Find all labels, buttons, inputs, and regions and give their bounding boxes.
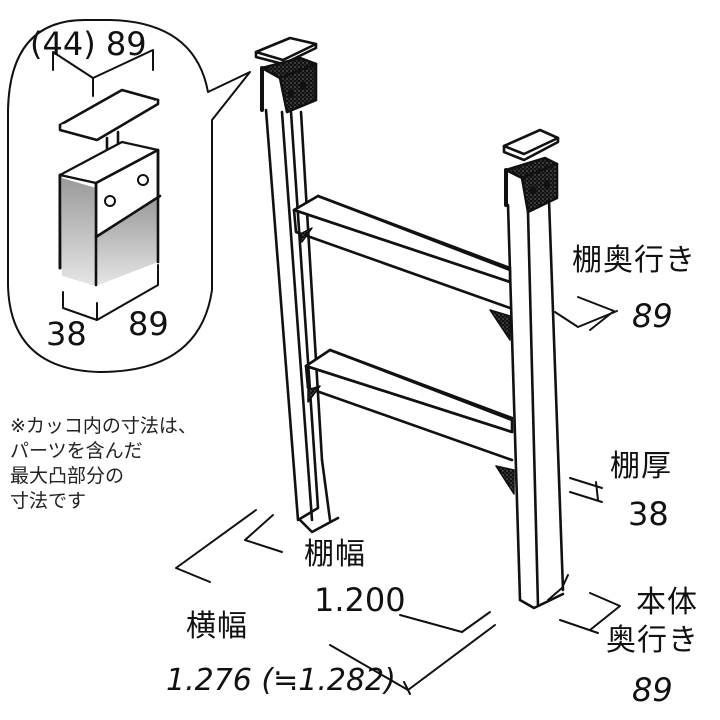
body-depth-value: 89 [632,671,673,709]
shelf-depth-value: 89 [632,297,673,335]
overall-width-dimension [329,624,496,695]
overall-width-value: 1.276 (≒1.282) [166,663,396,698]
shelf-depth-dimension [554,296,618,331]
note-line: パーツを含んだ [10,440,143,462]
callout-top-dimension: (44) 89 [30,25,147,63]
note-line: 寸法です [10,490,87,512]
lower-shelf-board [304,348,515,495]
detail-callout-bubble [7,19,251,373]
shelf-thickness-value: 38 [628,495,669,533]
shelf-width-dimension [175,509,491,633]
shelf-width-value: 1.200 [314,581,406,619]
body-depth-label-line2: 奥行き [606,623,699,658]
left-post [254,36,340,534]
shelf-width-label: 棚幅 [304,537,366,572]
right-post [502,128,565,610]
body-depth-label-line1: 本体 [636,585,698,620]
upper-shelf-board [292,194,512,341]
shelf-thickness-label: 棚厚 [610,449,672,484]
shelf-thickness-dimension [569,477,603,503]
overall-width-label: 横幅 [186,609,248,644]
note-line: 最大凸部分の [10,465,125,487]
note-line: ※カッコ内の寸法は、 [10,415,197,437]
callout-bottom-right-dimension: 89 [128,305,169,343]
dimension-note: ※カッコ内の寸法は、 パーツを含んだ 最大凸部分の 寸法です [10,414,197,514]
shelf-depth-label: 棚奥行き [572,243,696,278]
body-depth-dimension [547,574,621,634]
callout-bottom-left-dimension: 38 [46,315,87,353]
